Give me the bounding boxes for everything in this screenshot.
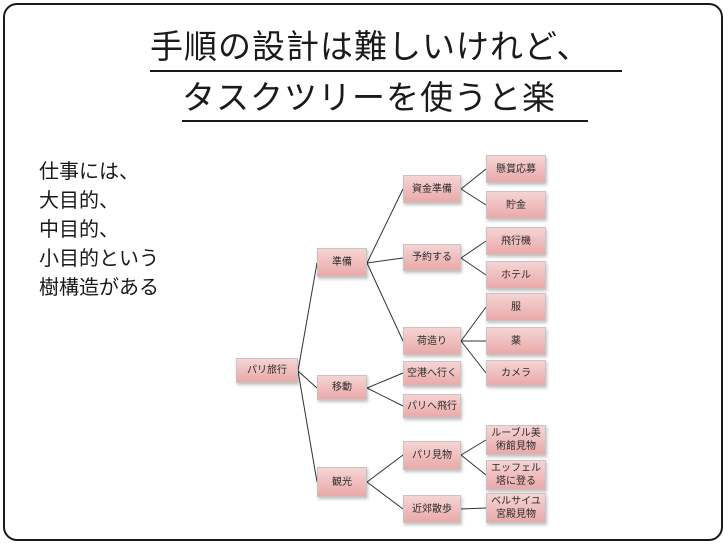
tree-node-l2-paris-sights: パリ見物	[403, 441, 461, 470]
tree-connector-line	[366, 387, 404, 407]
tree-connector-line	[297, 370, 318, 389]
tree-node-l2-suburb-walk: 近郊散歩	[403, 495, 461, 523]
tree-node-l1-prep: 準備	[317, 248, 367, 277]
tree-node-l3-clothes: 服	[486, 293, 546, 321]
tree-node-l3-savings: 貯金	[486, 191, 546, 219]
tree-connector-line	[460, 257, 487, 276]
tree-connector-line	[460, 240, 487, 259]
tree-node-l2-packing: 荷造り	[403, 327, 461, 355]
tree-node-l2-funds: 資金準備	[403, 175, 461, 203]
tree-connector-line	[460, 188, 487, 206]
tree-node-l2-reserve: 予約する	[403, 244, 461, 271]
tree-connectors	[297, 168, 487, 510]
tree-connector-line	[460, 168, 487, 190]
tree-node-l1-move: 移動	[317, 375, 367, 400]
tree-connector-line	[460, 507, 487, 510]
tree-node-l1-sightseeing: 観光	[317, 467, 367, 497]
tree-connector-line	[366, 454, 404, 483]
tree-connector-line	[460, 340, 487, 374]
title-underline-1	[150, 70, 622, 72]
tree-node-l3-medicine: 薬	[486, 327, 546, 355]
side-text-line: 樹構造がある	[39, 275, 159, 299]
tree-connector-line	[460, 454, 487, 476]
side-text-line: 小目的という	[39, 246, 159, 270]
side-text-line: 仕事には、	[39, 159, 139, 183]
title-line-1: 手順の設計は難しいけれど、	[150, 27, 591, 66]
side-text-line: 大目的、	[39, 188, 119, 212]
tree-connector-line	[460, 439, 487, 456]
tree-node-l3-louvre: ルーブル美 術館見物	[486, 425, 546, 455]
tree-node-l2-to-airport: 空港へ行く	[403, 361, 461, 386]
tree-connector-line	[366, 372, 404, 389]
tree-connector-line	[366, 257, 404, 264]
tree-node-root: パリ旅行	[236, 358, 298, 383]
tree-connector-line	[297, 370, 318, 483]
tree-node-l3-airplane: 飛行機	[486, 227, 546, 255]
tree-connector-line	[297, 262, 318, 372]
title-line-2: タスクツリーを使うと楽	[182, 78, 556, 117]
side-text-line: 中目的、	[39, 217, 119, 241]
tree-node-l3-hotel: ホテル	[486, 261, 546, 289]
tree-connector-line	[366, 481, 404, 510]
tree-connector-line	[460, 306, 487, 342]
tree-connector-line	[366, 262, 404, 342]
tree-node-l3-camera: カメラ	[486, 360, 546, 386]
tree-connector-line	[366, 188, 404, 264]
tree-node-l2-fly-paris: パリへ飛行	[403, 394, 461, 418]
tree-node-l3-versailles: ベルサイユ 宮殿見物	[486, 493, 546, 523]
tree-node-l3-contest: 懸賞応募	[486, 155, 546, 183]
side-text: 仕事には、 大目的、 中目的、 小目的という 樹構造がある	[39, 157, 159, 302]
title-underline-2	[182, 120, 588, 122]
tree-node-l3-eiffel: エッフェル 塔に登る	[486, 460, 546, 490]
slide: 手順の設計は難しいけれど、 タスクツリーを使うと楽 仕事には、 大目的、 中目的…	[3, 3, 723, 541]
